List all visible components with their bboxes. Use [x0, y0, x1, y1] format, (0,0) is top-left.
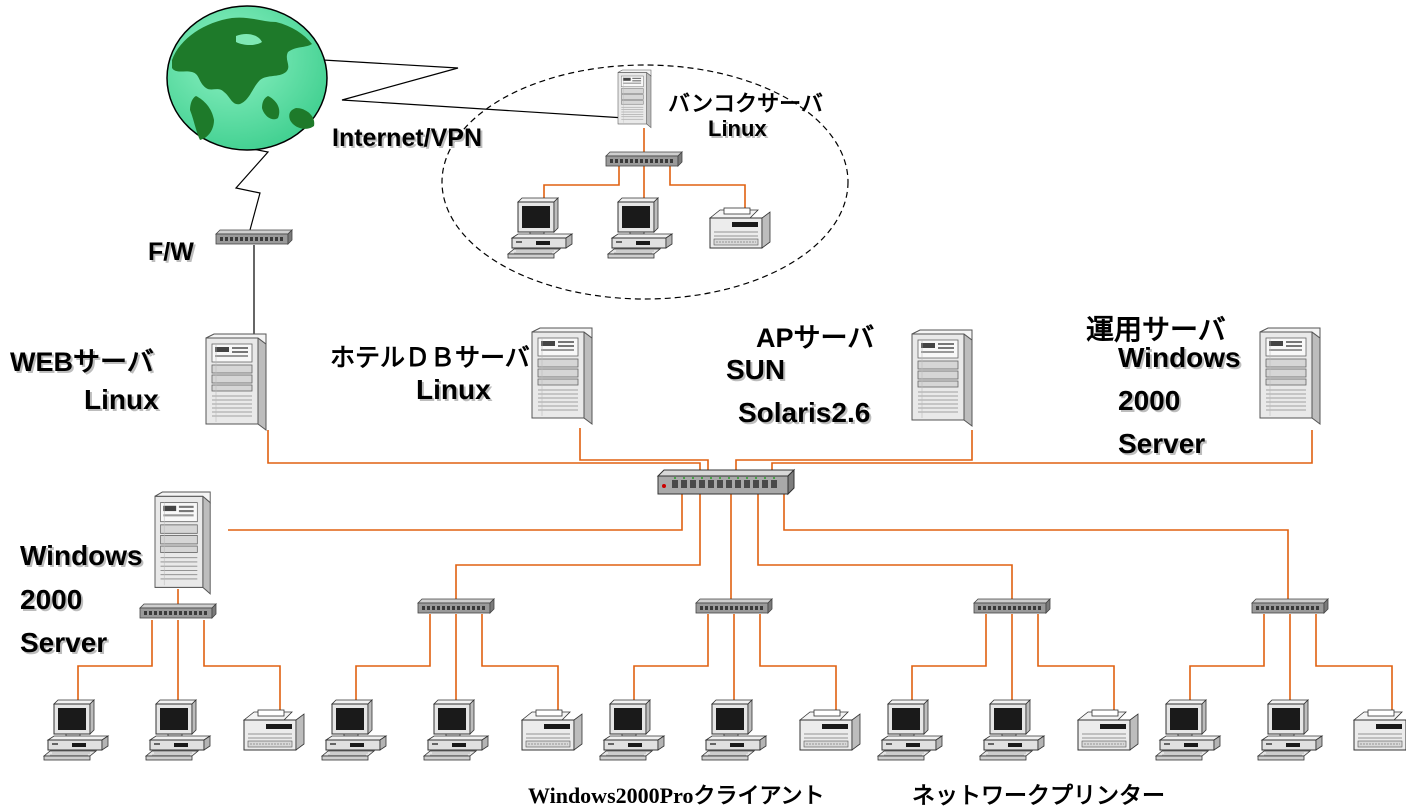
printer-icon [1353, 709, 1406, 751]
ops-server-label: 運用サーバ [1086, 314, 1226, 345]
firewall-label: F/W [148, 238, 194, 266]
bangkok-printer-icon [709, 207, 771, 249]
web-os-label: Linux [84, 384, 159, 415]
windows-server-icon [154, 491, 211, 595]
firewall-hub-icon [215, 229, 293, 245]
ops-os-line-3: Server [1118, 428, 1206, 459]
desktop-pc-icon [145, 699, 211, 761]
desktop-pc-icon [1257, 699, 1323, 761]
bangkok-os-label: Linux [708, 116, 767, 141]
hotel-db-server-icon [531, 327, 593, 425]
bangkok-pc-1-icon [507, 197, 573, 259]
client-caption: Windows2000Proクライアント [528, 783, 825, 808]
vpn-zigzag-link [322, 59, 626, 119]
desktop-pc-icon [321, 699, 387, 761]
core-switch-icon [657, 469, 795, 495]
bangkok-server-label: バンコクサーバ [668, 91, 823, 116]
access-hub-1-icon [139, 603, 217, 619]
ap-server-label: APサーバ [756, 323, 875, 353]
internet-vpn-label: Internet/VPN [332, 124, 483, 152]
desktop-pc-icon [701, 699, 767, 761]
access-hub-3-icon [695, 598, 773, 614]
bangkok-server-icon [617, 69, 652, 128]
desktop-pc-icon [599, 699, 665, 761]
windows-server-line-1: Windows [20, 540, 143, 571]
printer-icon [243, 709, 305, 751]
bangkok-pc-2-icon [607, 197, 673, 259]
globe-icon [166, 5, 328, 151]
bangkok-hub-icon [605, 151, 683, 167]
access-hub-4-icon [973, 598, 1051, 614]
printer-icon [1077, 709, 1139, 751]
client-row [43, 699, 1406, 761]
ap-server-icon [911, 329, 973, 427]
desktop-pc-icon [43, 699, 109, 761]
ap-os-vendor-label: SUN [726, 354, 786, 385]
access-hub-2-icon [417, 598, 495, 614]
printer-caption: ネットワークプリンター [912, 782, 1165, 808]
web-server-label: WEBサーバ [10, 347, 154, 377]
hotel-db-os-label: Linux [416, 374, 491, 405]
windows-server-line-3: Server [20, 627, 108, 658]
windows-server-line-2: 2000 [20, 584, 83, 615]
hotel-db-server-label: ホテルＤＢサーバ [330, 344, 530, 372]
internet-firewall-link [231, 144, 270, 231]
access-hub-5-icon [1251, 598, 1329, 614]
ops-server-icon [1259, 327, 1321, 425]
ops-os-line-1: Windows [1118, 342, 1241, 373]
printer-icon [799, 709, 861, 751]
desktop-pc-icon [423, 699, 489, 761]
lan-links [77, 128, 1393, 711]
ops-os-line-2: 2000 [1118, 385, 1181, 416]
printer-icon [521, 709, 583, 751]
desktop-pc-icon [877, 699, 943, 761]
ap-os-label: Solaris2.6 [738, 397, 871, 428]
desktop-pc-icon [1155, 699, 1221, 761]
desktop-pc-icon [979, 699, 1045, 761]
web-server-icon [205, 333, 267, 431]
bangkok-site-boundary [441, 64, 849, 300]
